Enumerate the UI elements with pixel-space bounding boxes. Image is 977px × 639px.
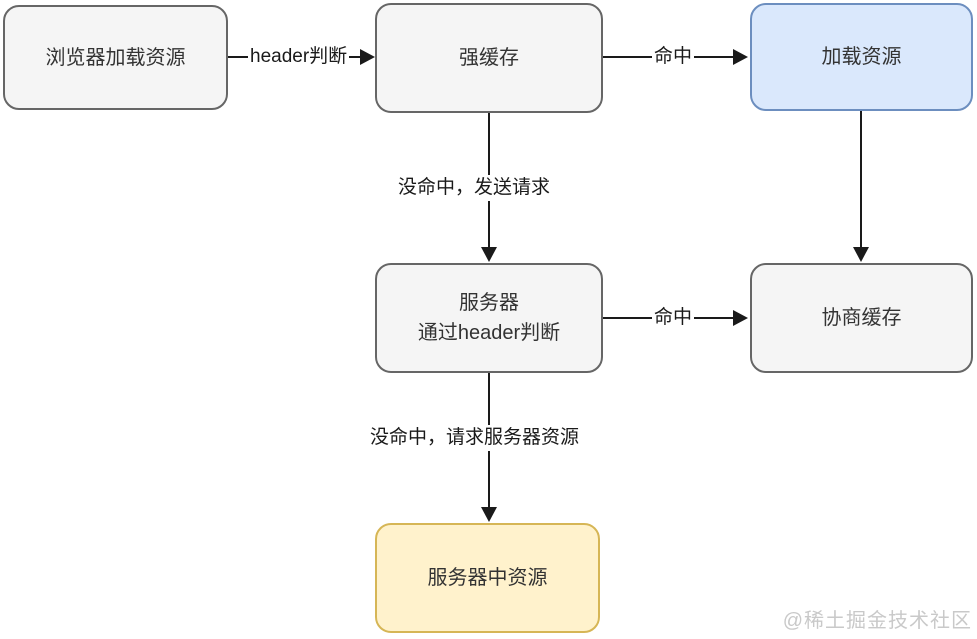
node-server-judge: 服务器 通过header判断	[375, 263, 603, 373]
edge-serverjudge-to-resource-label: 没命中，请求服务器资源	[368, 425, 582, 451]
arrowhead-right-icon	[360, 49, 375, 65]
node-load-resource: 加载资源	[750, 3, 973, 111]
node-strong-cache-label: 强缓存	[459, 47, 519, 69]
arrowhead-down-icon	[481, 247, 497, 262]
watermark-text: @稀土掘金技术社区	[782, 610, 972, 632]
edge-load-to-negotiate-line	[860, 111, 862, 248]
node-server-resource: 服务器中资源	[375, 523, 600, 633]
node-server-judge-label: 服务器 通过header判断	[417, 292, 561, 344]
node-negotiate-cache-label: 协商缓存	[821, 307, 902, 329]
edge-strongcache-to-load-label: 命中	[652, 44, 695, 70]
arrowhead-right-icon	[733, 310, 748, 326]
arrowhead-right-icon	[733, 49, 748, 65]
arrowhead-down-icon	[853, 247, 869, 262]
edge-browser-to-strongcache-label: header判断	[248, 44, 350, 70]
arrowhead-down-icon	[481, 507, 497, 522]
node-browser-load: 浏览器加载资源	[3, 5, 228, 110]
edge-serverjudge-to-negotiate-label: 命中	[652, 305, 695, 331]
node-load-resource-label: 加载资源	[821, 46, 902, 68]
node-strong-cache: 强缓存	[375, 3, 603, 113]
edge-strongcache-to-serverjudge-label: 没命中，发送请求	[396, 175, 553, 201]
node-browser-load-label: 浏览器加载资源	[45, 46, 186, 69]
node-negotiate-cache: 协商缓存	[750, 263, 973, 373]
node-server-resource-label: 服务器中资源	[427, 567, 548, 589]
